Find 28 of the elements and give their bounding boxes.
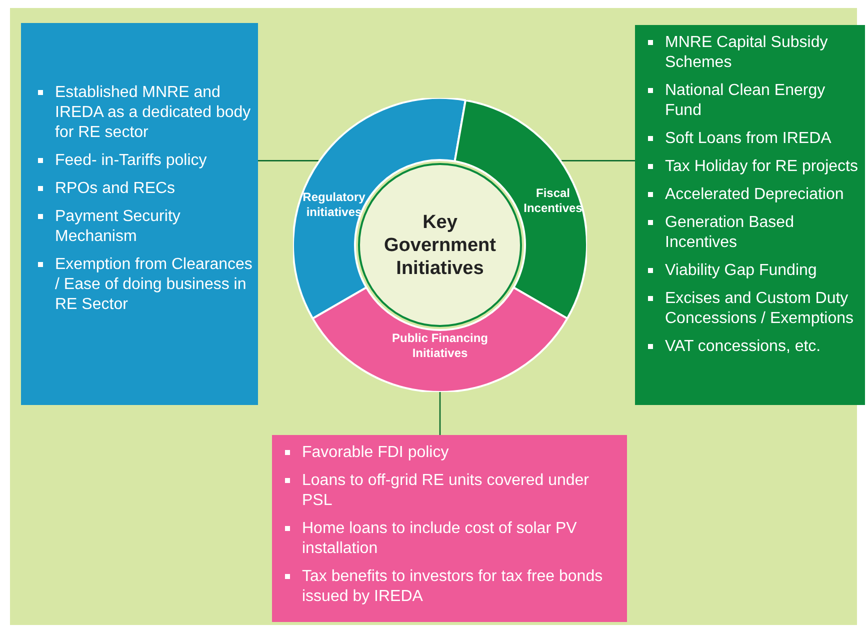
bullet-item: National Clean Energy Fund	[643, 81, 861, 121]
connector-line	[560, 160, 635, 162]
bullet-item: Generation Based Incentives	[643, 213, 861, 253]
bullet-item: Accelerated Depreciation	[643, 185, 861, 205]
bullet-item: Established MNRE and IREDA as a dedicated body for RE sector	[33, 83, 254, 143]
connector-line	[439, 392, 441, 435]
bullet-item: Favorable FDI policy	[280, 443, 623, 463]
center-title: Key Government Initiatives	[383, 210, 497, 280]
bullet-item: Soft Loans from IREDA	[643, 129, 861, 149]
bullet-item: MNRE Capital Subsidy Schemes	[643, 33, 861, 73]
bullet-item: Home loans to include cost of solar PV installation	[280, 519, 623, 559]
segment-label: Fiscal Incentives	[522, 186, 584, 216]
segment-label: Public Financing Initiatives	[390, 331, 489, 361]
info-panel	[21, 23, 258, 405]
bullet-item: Viability Gap Funding	[643, 261, 861, 281]
bullet-item: Exemption from Clearances / Ease of doing business in RE Sector	[33, 255, 254, 315]
bullet-item: Payment Security Mechanism	[33, 207, 254, 247]
bullet-item: VAT concessions, etc.	[643, 337, 861, 357]
bullet-item: Feed- in-Tariffs policy	[33, 151, 254, 171]
bullet-item: Tax benefits to investors for tax free bonds issued by IREDA	[280, 567, 623, 607]
info-panel	[272, 435, 627, 622]
bullet-item: Excises and Custom Duty Concessions / Exemptions	[643, 289, 861, 329]
connector-line	[258, 160, 320, 162]
bullet-item: Loans to off-grid RE units covered under PSL	[280, 471, 623, 511]
info-panel	[635, 25, 865, 405]
segment-label: Regulatory initiatives	[302, 190, 366, 220]
bullet-item: Tax Holiday for RE projects	[643, 157, 861, 177]
bullet-item: RPOs and RECs	[33, 179, 254, 199]
